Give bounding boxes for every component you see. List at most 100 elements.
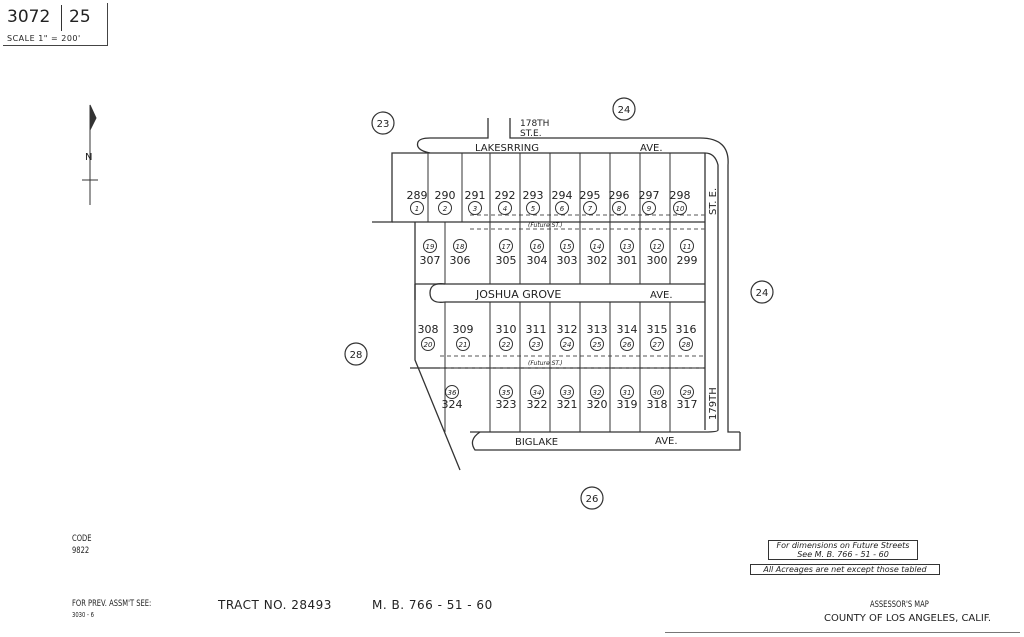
adjacent-map-26[interactable]: 26	[580, 486, 604, 510]
lot-circle	[498, 201, 512, 215]
parcel-number: 295	[580, 189, 601, 202]
map-ref-circle	[750, 280, 774, 304]
lot-number: 20	[424, 341, 433, 349]
parcel-number: 323	[496, 398, 517, 411]
prev-assessment-label: FOR PREV. ASSM'T SEE:	[72, 599, 152, 609]
future-street-label: (Future ST.)	[528, 360, 563, 367]
lot-circle	[438, 201, 452, 215]
parcel-number: 308	[418, 323, 439, 336]
adjacent-map-24[interactable]: 24	[612, 97, 636, 121]
lot-number: 17	[502, 243, 511, 251]
parcel-number: 311	[526, 323, 547, 336]
lot-circle	[620, 337, 634, 351]
lot-number: 32	[593, 389, 602, 397]
map-page-number: 25	[69, 7, 91, 27]
north-arrow-icon	[82, 104, 98, 205]
lot-circle	[680, 239, 694, 253]
lot-circle	[590, 337, 604, 351]
lot-number: 10	[676, 205, 685, 213]
map-ref-number: 24	[756, 288, 769, 299]
parcel-number: 298	[670, 189, 691, 202]
adjacent-map-23[interactable]: 23	[371, 111, 395, 135]
parcel-308[interactable]: 308 20	[418, 323, 439, 351]
lot-number: 28	[682, 341, 691, 349]
parcel-number: 291	[465, 189, 486, 202]
map-ref-number: 24	[618, 105, 631, 116]
map-ref-number: 28	[350, 350, 363, 361]
lot-circle	[468, 201, 482, 215]
parcel-number: 305	[496, 254, 517, 267]
lot-number: 34	[533, 389, 542, 397]
map-book-reference: M. B. 766 - 51 - 60	[372, 598, 493, 612]
lot-circle	[499, 337, 513, 351]
map-ref-circle	[344, 342, 368, 366]
note-line: For dimensions on Future Streets	[776, 541, 910, 550]
adjacent-map-24[interactable]: 24	[750, 280, 774, 304]
lot-circle	[555, 201, 569, 215]
lot-number: 16	[533, 243, 542, 251]
street-biglake: BIGLAKE	[515, 437, 558, 448]
street-lakespring: LAKESRRING	[475, 143, 539, 154]
map-ref-circle	[580, 486, 604, 510]
lot-number: 25	[593, 341, 602, 349]
lot-number: 6	[560, 205, 565, 213]
parcel-number: 304	[527, 254, 548, 267]
future-street-label: (Future ST.)	[528, 222, 563, 229]
lot-number: 33	[563, 389, 572, 397]
parcel-number: 319	[617, 398, 638, 411]
map-ref-number: 23	[377, 119, 390, 130]
lot-circle	[680, 385, 694, 399]
lot-circle	[445, 385, 459, 399]
parcel-number: 289	[407, 189, 428, 202]
lot-number: 26	[623, 341, 632, 349]
lot-number: 21	[459, 341, 468, 349]
lot-circle	[526, 201, 540, 215]
parcel-number: 316	[676, 323, 697, 336]
map-ref-circle	[612, 97, 636, 121]
lot-circle	[453, 239, 467, 253]
parcel-number: 297	[639, 189, 660, 202]
lot-number: 15	[563, 243, 572, 251]
parcel-number: 315	[647, 323, 668, 336]
adjacent-map-28[interactable]: 28	[344, 342, 368, 366]
parcel-316[interactable]: 316 28	[676, 323, 697, 351]
lot-number: 14	[593, 243, 602, 251]
lot-number: 36	[448, 389, 457, 397]
lot-circle	[530, 385, 544, 399]
parcel-number: 306	[450, 254, 471, 267]
